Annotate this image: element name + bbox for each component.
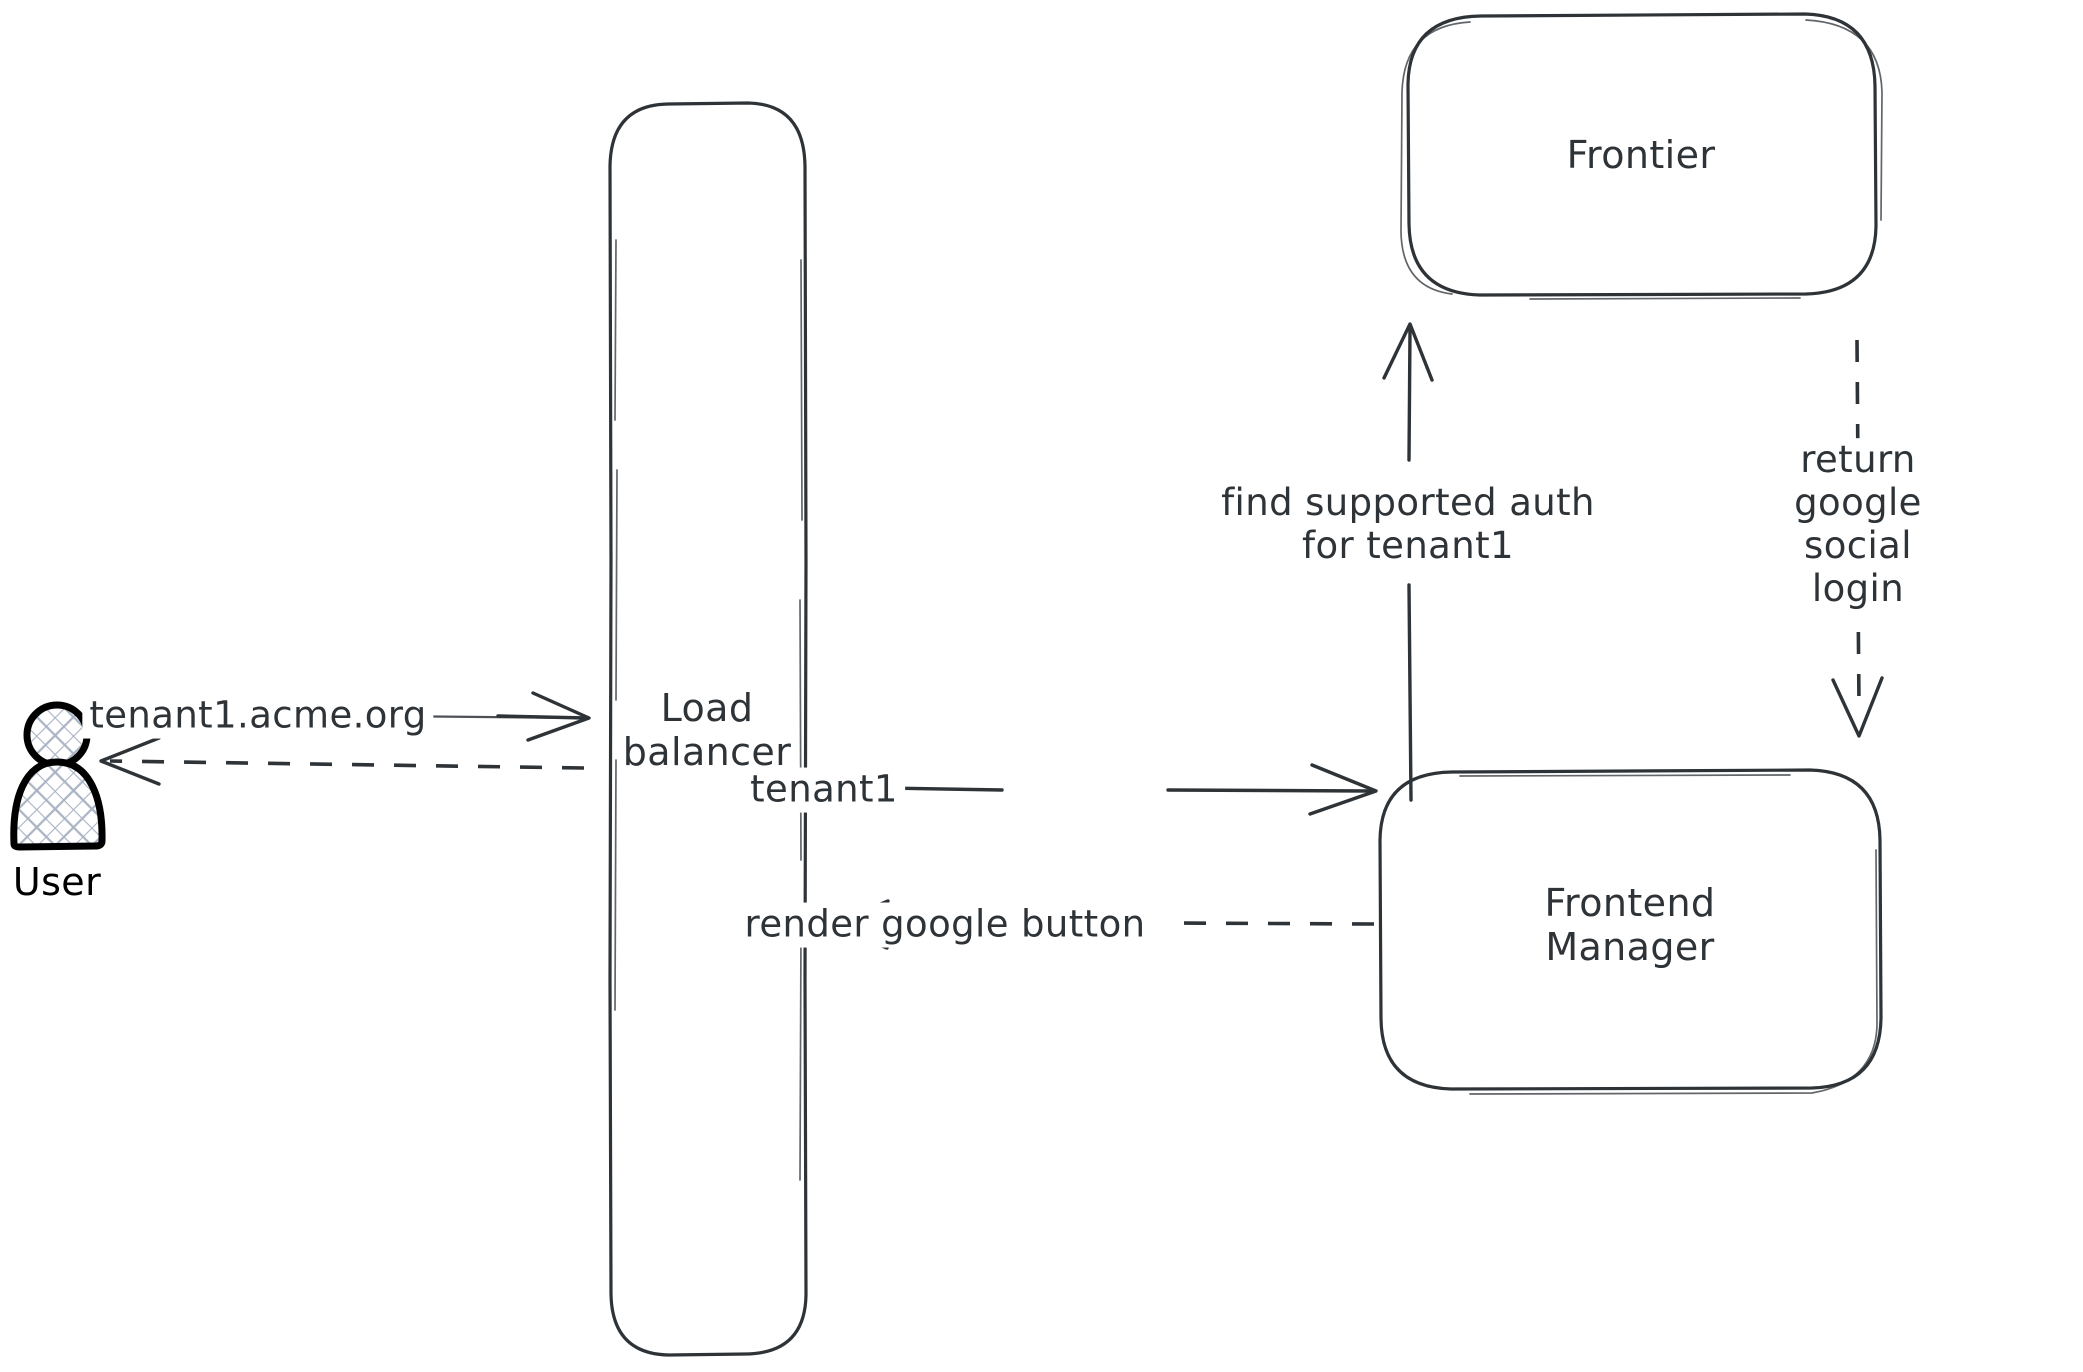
hit-area-frontier[interactable] bbox=[1408, 14, 1876, 295]
edge-user-to-lb[interactable] bbox=[97, 691, 591, 742]
hit-area-user[interactable] bbox=[12, 703, 104, 849]
hit-area-frontend-manager[interactable] bbox=[1380, 770, 1880, 1089]
node-frontend-manager[interactable] bbox=[1378, 768, 1883, 1095]
edge-frontier-to-fm[interactable] bbox=[1831, 339, 1884, 738]
edge-fm-to-frontier[interactable] bbox=[1382, 322, 1434, 802]
node-user[interactable] bbox=[10, 701, 106, 851]
node-frontier[interactable] bbox=[1400, 12, 1883, 300]
hit-area-load-balancer[interactable] bbox=[610, 103, 806, 1355]
edge-fm-to-lb[interactable] bbox=[828, 899, 1375, 950]
edge-lb-to-user[interactable] bbox=[99, 736, 585, 786]
edge-lb-to-fm[interactable] bbox=[824, 763, 1378, 816]
node-load-balancer[interactable] bbox=[608, 101, 808, 1357]
